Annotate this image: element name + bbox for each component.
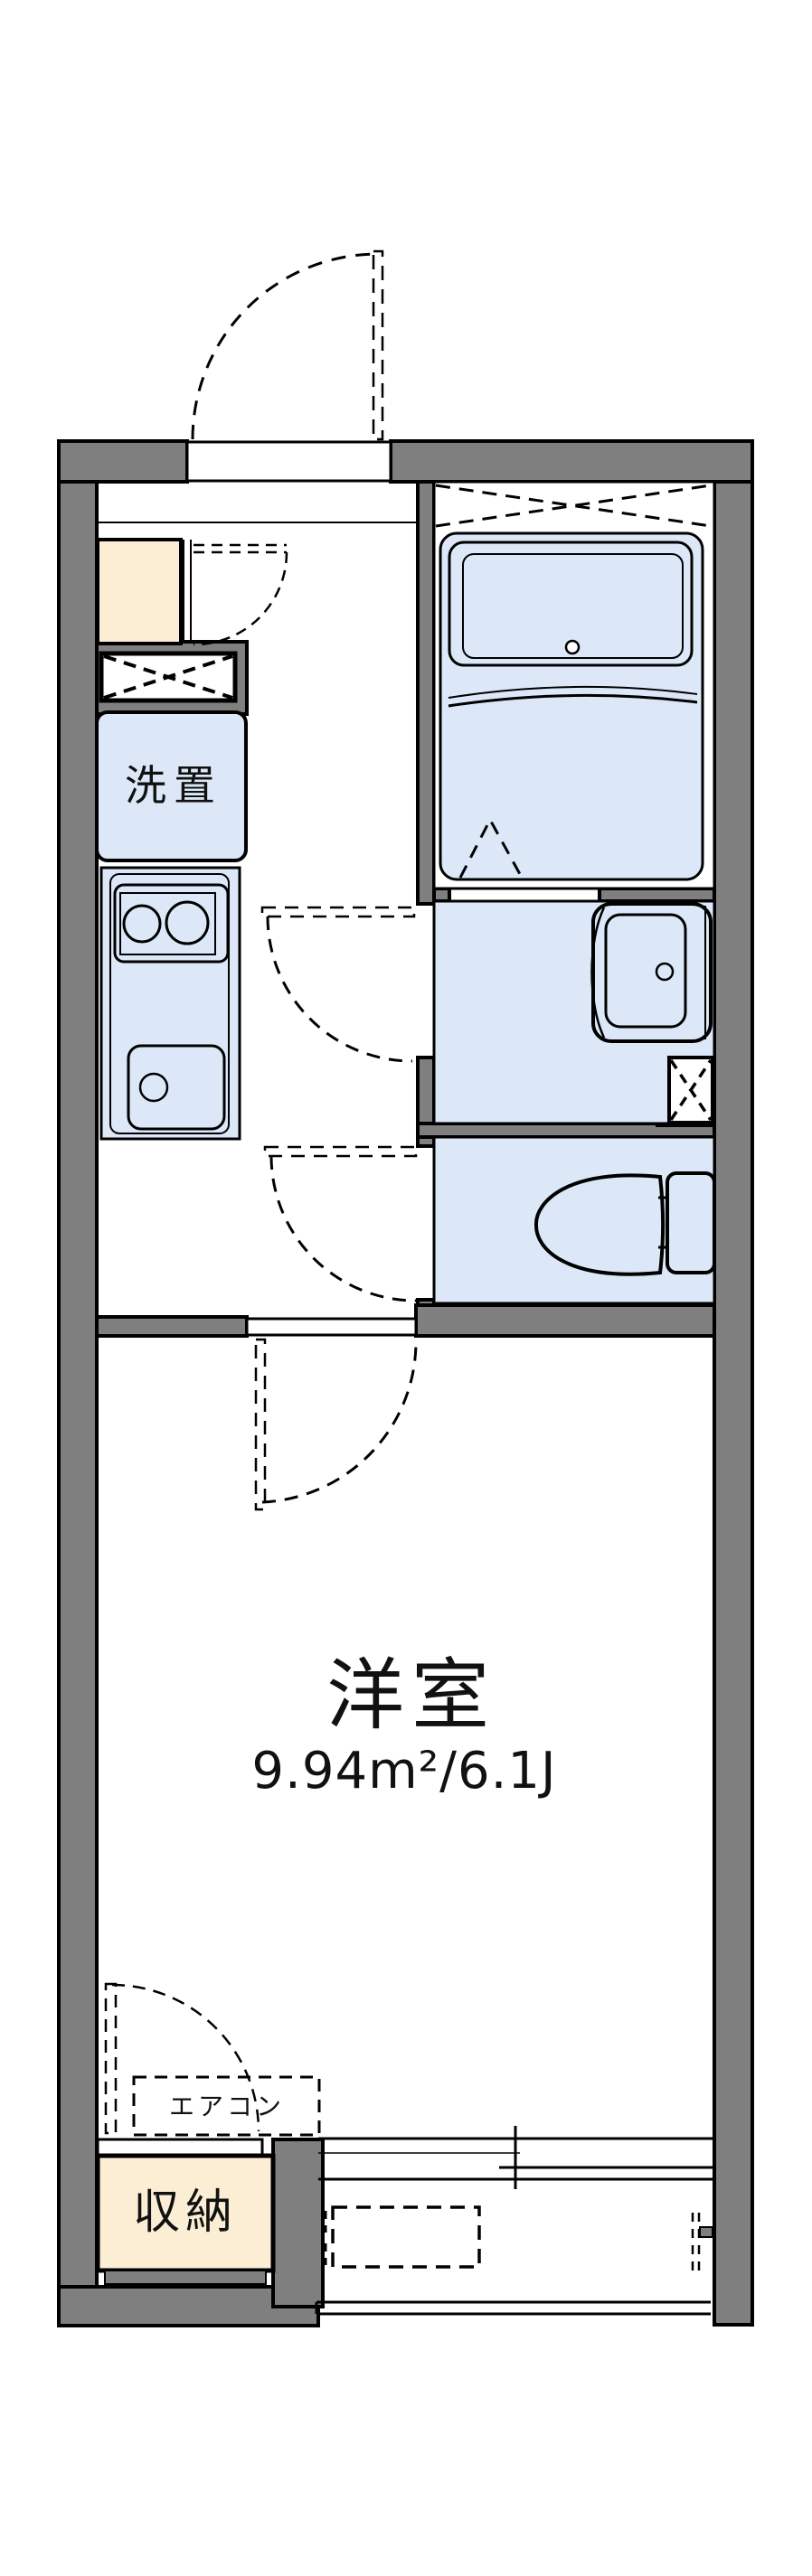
washbasin-faucet [655, 962, 675, 982]
balcony-hatch-box [331, 2205, 481, 2269]
bathroom [435, 484, 712, 881]
closet-door-leaf [104, 1982, 118, 2135]
entrance-door-leaf [372, 249, 384, 441]
kitchen-unit [99, 866, 241, 1141]
room-door-leaf [254, 1338, 267, 1511]
western-room-area-label: 9.94m²/6.1J [251, 1742, 557, 1800]
washing-machine-x2 [103, 654, 233, 700]
western-room-label: 洋室 [326, 1650, 496, 1741]
wall-bathroom-bottom-left [432, 887, 451, 903]
bathtub [448, 541, 694, 667]
stove-burner-right [165, 900, 210, 945]
aircon-label: エアコン [168, 2092, 286, 2121]
storage-label: 収納 [132, 2186, 239, 2240]
kitchen-sink [127, 1044, 226, 1131]
aircon-dashed-box [132, 2075, 321, 2137]
washbasin [590, 902, 713, 1043]
kitchen-counter [99, 866, 241, 1141]
outer-wall-top-left [57, 439, 189, 484]
pipe-space-x2 [669, 1059, 713, 1121]
outer-wall-left [57, 439, 99, 2327]
room-door-arc [261, 1340, 418, 1504]
storage-back-strip [104, 2270, 267, 2285]
washbasin-bowl [604, 913, 687, 1029]
entrance-threshold [185, 440, 392, 483]
entrance-door [191, 249, 384, 441]
kitchen-counter-inner [109, 873, 230, 1134]
toilet-bowl [533, 1173, 665, 1276]
shoe-cabinet [96, 538, 183, 645]
bath-step-curve1 [448, 685, 698, 699]
balcony-drain-notch [699, 2226, 713, 2238]
room-door-threshold [245, 1317, 418, 1337]
toilet [533, 1171, 716, 1276]
closet-door-arc [111, 1983, 260, 2132]
washroom-door-arc [266, 916, 413, 1063]
washer-placement-box [95, 710, 248, 862]
stove-burner-left [122, 904, 162, 944]
outer-wall-top-right [389, 439, 754, 484]
sliding-window [318, 2126, 713, 2189]
kitchen-sink-drain [138, 1072, 169, 1103]
balcony [315, 2205, 713, 2316]
bathtub-inner [462, 553, 684, 659]
shoe-cabinet-door-arc [193, 551, 288, 646]
wall-corridor-upper [416, 480, 436, 906]
toilet-tank [666, 1171, 716, 1274]
washbasin-curved-edge [590, 907, 606, 1039]
wall-bathroom-bottom-right [598, 887, 716, 903]
wall-toilet-bottom [414, 1303, 716, 1338]
wall-room-top-left [95, 1315, 249, 1338]
wall-stub-storage-right [271, 2138, 325, 2308]
storage-threshold [96, 2138, 264, 2158]
kitchen-stove [113, 883, 230, 964]
kitchen-stove-inner [119, 892, 216, 955]
toilet-door-leaf [263, 1145, 418, 1158]
washbasin-counter [591, 902, 713, 1043]
bath-step-curve2 [448, 693, 698, 708]
toilet-door-arc [269, 1155, 417, 1302]
storage-box [95, 2153, 276, 2273]
bath-unit [439, 531, 704, 881]
washer-placement-label: 洗置 [125, 761, 222, 810]
outer-wall-right [713, 439, 754, 2327]
washroom-door-leaf [260, 906, 416, 918]
bathtub-drain [564, 639, 581, 655]
entrance-door-arc [191, 252, 379, 440]
